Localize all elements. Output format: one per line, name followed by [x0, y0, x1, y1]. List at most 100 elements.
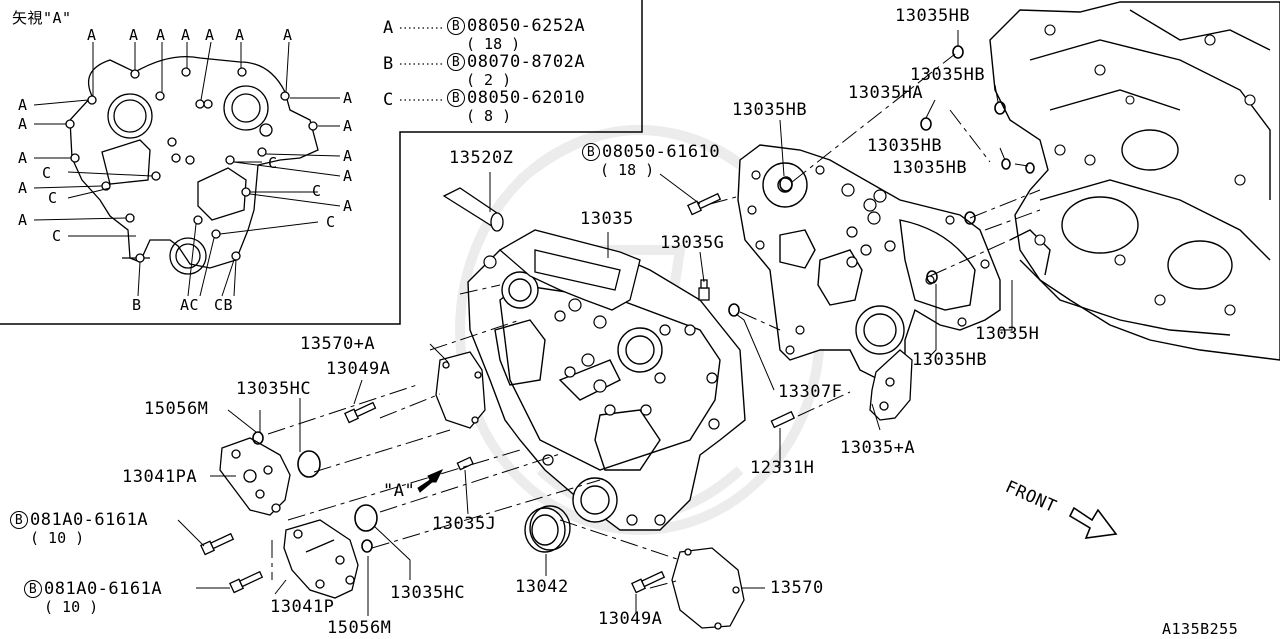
- inset-callout-a: A: [343, 89, 353, 107]
- legend-row-b: B: [383, 55, 394, 73]
- legend-key: B: [383, 54, 394, 74]
- part-label-13049A[interactable]: 13049A: [326, 359, 391, 379]
- bracket-13035plusA: [869, 349, 913, 421]
- part-label-13041PA[interactable]: 13041PA: [122, 467, 198, 487]
- part-label-13570[interactable]: 13570: [770, 578, 824, 598]
- part-label-13041P[interactable]: 13041P: [270, 597, 335, 617]
- inset-callout-a: A: [343, 197, 353, 215]
- part-label-13035HB[interactable]: 13035HB: [892, 158, 968, 178]
- legend-qty: ( 18 ): [466, 35, 521, 53]
- part-label-13035HA[interactable]: 13035HA: [848, 83, 924, 103]
- bolt-part-number: 081A0-6161A: [30, 510, 149, 530]
- gasket-13570: [671, 547, 745, 630]
- inset-callout-c: C: [326, 213, 336, 231]
- inset-callout-a: A: [283, 26, 293, 44]
- pump-13041PA: [219, 437, 291, 516]
- bolt-callout-left-upper-qty: ( 10 ): [30, 529, 85, 547]
- legend-part-number: 08050-6252A: [467, 16, 586, 36]
- inset-callout-a: A: [205, 26, 215, 44]
- inset-callout-a: A: [343, 117, 353, 135]
- bolt-081A0-lower: [229, 570, 264, 594]
- inset-title: 矢視"A": [12, 9, 72, 27]
- view-a-arrow: [417, 469, 444, 493]
- inset-callout-c: C: [52, 227, 62, 245]
- part-label-12331H[interactable]: 12331H: [750, 458, 815, 478]
- inset-callout-ac: AC: [180, 296, 200, 314]
- part-label-15056M[interactable]: 15056M: [327, 618, 392, 638]
- part-label-13035HB[interactable]: 13035HB: [732, 100, 808, 120]
- stud-13035G: [698, 279, 710, 301]
- part-label-13307F[interactable]: 13307F: [778, 382, 843, 402]
- part-label-13035plusA[interactable]: 13035+A: [840, 438, 916, 458]
- timing-cover-bosses: [483, 244, 720, 526]
- part-label-13520Z[interactable]: 13520Z: [449, 148, 514, 168]
- legend-row-a: A: [383, 19, 394, 37]
- dashed-assembly-lines: [267, 53, 1041, 589]
- part-label-13035H[interactable]: 13035H: [975, 324, 1040, 344]
- inset-callout-a: A: [18, 211, 28, 229]
- inset-callout-a: A: [18, 149, 28, 167]
- bolt-symbol-icon: B: [582, 143, 600, 161]
- cover-upper-rail: [498, 229, 641, 311]
- legend-key: C: [383, 90, 394, 110]
- inset-frame: [0, 0, 643, 325]
- inset-callout-b: B: [132, 296, 142, 314]
- legend-qty: ( 2 ): [466, 71, 512, 89]
- bolt-08050-61610: [687, 192, 722, 216]
- part-label-13035HB[interactable]: 13035HB: [895, 6, 971, 26]
- bolt-13049A-top: [344, 401, 377, 424]
- bolt-part-number: 081A0-6161A: [44, 579, 163, 599]
- inset-callout-cb: CB: [214, 296, 234, 314]
- seal-tube-13520Z: [442, 187, 504, 232]
- inset-callout-a: A: [18, 115, 28, 133]
- part-label-13570plusA[interactable]: 13570+A: [300, 334, 376, 354]
- inset-leaders: [33, 41, 341, 297]
- inset-callout-a: A: [156, 26, 166, 44]
- legend-part-number: 08050-62010: [467, 88, 586, 108]
- inset-callout-a: A: [235, 26, 245, 44]
- timing-cover-13035: [467, 235, 746, 531]
- diagram-code: A135B255: [1162, 620, 1239, 638]
- part-label-15056M[interactable]: 15056M: [144, 399, 209, 419]
- bolt-symbol-icon: B: [10, 511, 28, 529]
- inset-cover-outline: [69, 55, 319, 275]
- part-label-13035HB[interactable]: 13035HB: [912, 350, 988, 370]
- inset-callout-a: A: [181, 26, 191, 44]
- bolt-callout-left-lower-qty: ( 10 ): [44, 598, 99, 616]
- inset-callout-c: C: [268, 154, 278, 172]
- part-label-13042[interactable]: 13042: [515, 577, 569, 597]
- engine-block: [989, 1, 1280, 361]
- bolt-part-number: 08050-61610: [602, 142, 721, 162]
- part-label-13035HB[interactable]: 13035HB: [867, 136, 943, 156]
- part-label-13035HB[interactable]: 13035HB: [910, 65, 986, 85]
- oil-seal-13042: [524, 505, 571, 553]
- bolt-symbol-icon: B: [447, 53, 465, 71]
- engine-bosses: [1034, 24, 1256, 316]
- bolt-callout-top-qty: ( 18 ): [600, 161, 655, 179]
- inset-callout-a: A: [18, 179, 28, 197]
- part-label-13035HC[interactable]: 13035HC: [390, 583, 466, 603]
- front-arrow: [1068, 506, 1118, 539]
- o-rings: [252, 45, 1035, 553]
- part-label-13049A[interactable]: 13049A: [598, 609, 663, 629]
- inset-callout-a: A: [343, 147, 353, 165]
- bolt-symbol-icon: B: [24, 580, 42, 598]
- bolt-13049A-bot: [631, 570, 666, 594]
- part-label-13035[interactable]: 13035: [580, 209, 634, 229]
- pump-13041P: [283, 519, 359, 599]
- part-label-13035HC[interactable]: 13035HC: [236, 379, 312, 399]
- part-label-13035G[interactable]: 13035G: [660, 233, 725, 253]
- rear-cover-bosses: [747, 165, 990, 397]
- inset-callout-a: A: [343, 167, 353, 185]
- part-label-13035J[interactable]: 13035J: [432, 514, 497, 534]
- legend-key: A: [383, 18, 394, 38]
- gasket-13570plusA: [435, 351, 486, 429]
- bolts: [200, 192, 722, 594]
- rear-cover-13035H: [737, 144, 1001, 402]
